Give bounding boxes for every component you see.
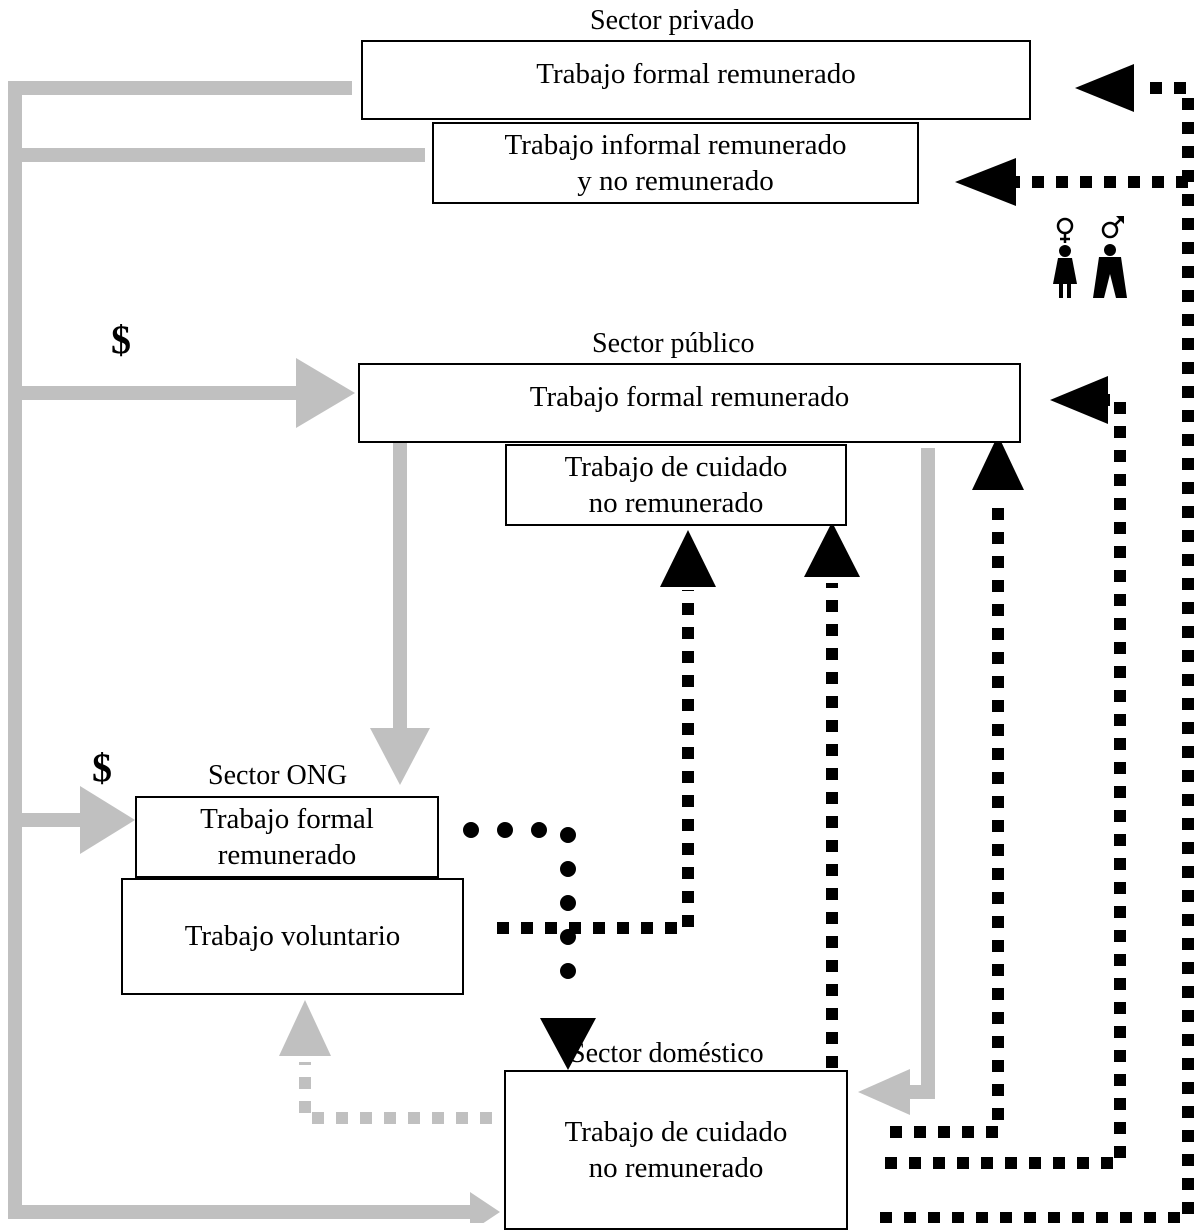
public-formal-label: Trabajo formal remunerado bbox=[529, 380, 850, 413]
money-arrowhead-domestic bbox=[470, 1192, 500, 1223]
private-formal-box: Trabajo formal remunerado bbox=[361, 40, 1031, 120]
ngo-formal-label-1: Trabajo formal bbox=[200, 802, 374, 835]
private-informal-box: Trabajo informal remunerado y no remuner… bbox=[432, 122, 919, 204]
money-arrowhead-ngo bbox=[80, 786, 135, 854]
ngo-sector-title: Sector ONG bbox=[208, 760, 348, 791]
arrowhead-domestic-public-care bbox=[804, 522, 860, 577]
domestic-care-box: Trabajo de cuidado no remunerado bbox=[504, 1070, 848, 1230]
arrowhead-public-formal bbox=[1050, 376, 1108, 424]
money-arrowhead-public bbox=[296, 358, 355, 428]
public-care-label-1: Trabajo de cuidado bbox=[564, 450, 788, 483]
labor-volunteer-to-public-care bbox=[497, 590, 694, 934]
labor-domestic-to-public bbox=[890, 500, 1004, 1138]
ngo-formal-box: Trabajo formal remunerado bbox=[135, 796, 439, 878]
private-informal-label-2: y no remunerado bbox=[577, 165, 774, 197]
private-sector-title: Sector privado bbox=[590, 5, 755, 36]
labor-to-private-formal bbox=[880, 82, 1194, 1223]
ngo-volunteer-label: Trabajo voluntario bbox=[184, 920, 401, 953]
money-symbol-ngo: $ bbox=[92, 745, 112, 790]
money-spine bbox=[8, 81, 480, 1219]
money-arrowhead-public-domestic bbox=[858, 1069, 910, 1115]
private-formal-label: Trabajo formal remunerado bbox=[536, 57, 856, 90]
arrowhead-private-formal bbox=[1075, 64, 1134, 112]
arrowhead-domestic-public bbox=[972, 435, 1024, 490]
ngo-formal-label-2: remunerado bbox=[217, 839, 357, 871]
arrowhead-private-informal bbox=[955, 158, 1016, 206]
public-care-box: Trabajo de cuidado no remunerado bbox=[505, 444, 847, 526]
volunteer-arrowhead bbox=[279, 1000, 331, 1056]
ngo-to-domestic-flow bbox=[463, 822, 576, 1010]
domestic-care-label-2: no remunerado bbox=[588, 1152, 764, 1185]
domestic-care-label-1: Trabajo de cuidado bbox=[564, 1116, 788, 1148]
public-care-label-2: no remunerado bbox=[588, 487, 764, 519]
money-symbol-public: $ bbox=[111, 317, 131, 362]
domestic-sector-title: Sector doméstico bbox=[570, 1038, 764, 1069]
private-informal-label-1: Trabajo informal remunerado bbox=[504, 128, 847, 161]
arrowhead-volunteer-public-care bbox=[660, 530, 716, 587]
domestic-to-volunteer-flow bbox=[299, 1062, 492, 1124]
money-public-to-domestic bbox=[905, 448, 935, 1099]
money-arrowhead-public-ngo bbox=[370, 728, 430, 785]
public-sector-title: Sector público bbox=[592, 328, 755, 359]
arrowhead-ngo-domestic bbox=[540, 1018, 596, 1070]
ngo-volunteer-box: Trabajo voluntario bbox=[121, 878, 464, 995]
public-formal-box: Trabajo formal remunerado bbox=[358, 363, 1021, 443]
